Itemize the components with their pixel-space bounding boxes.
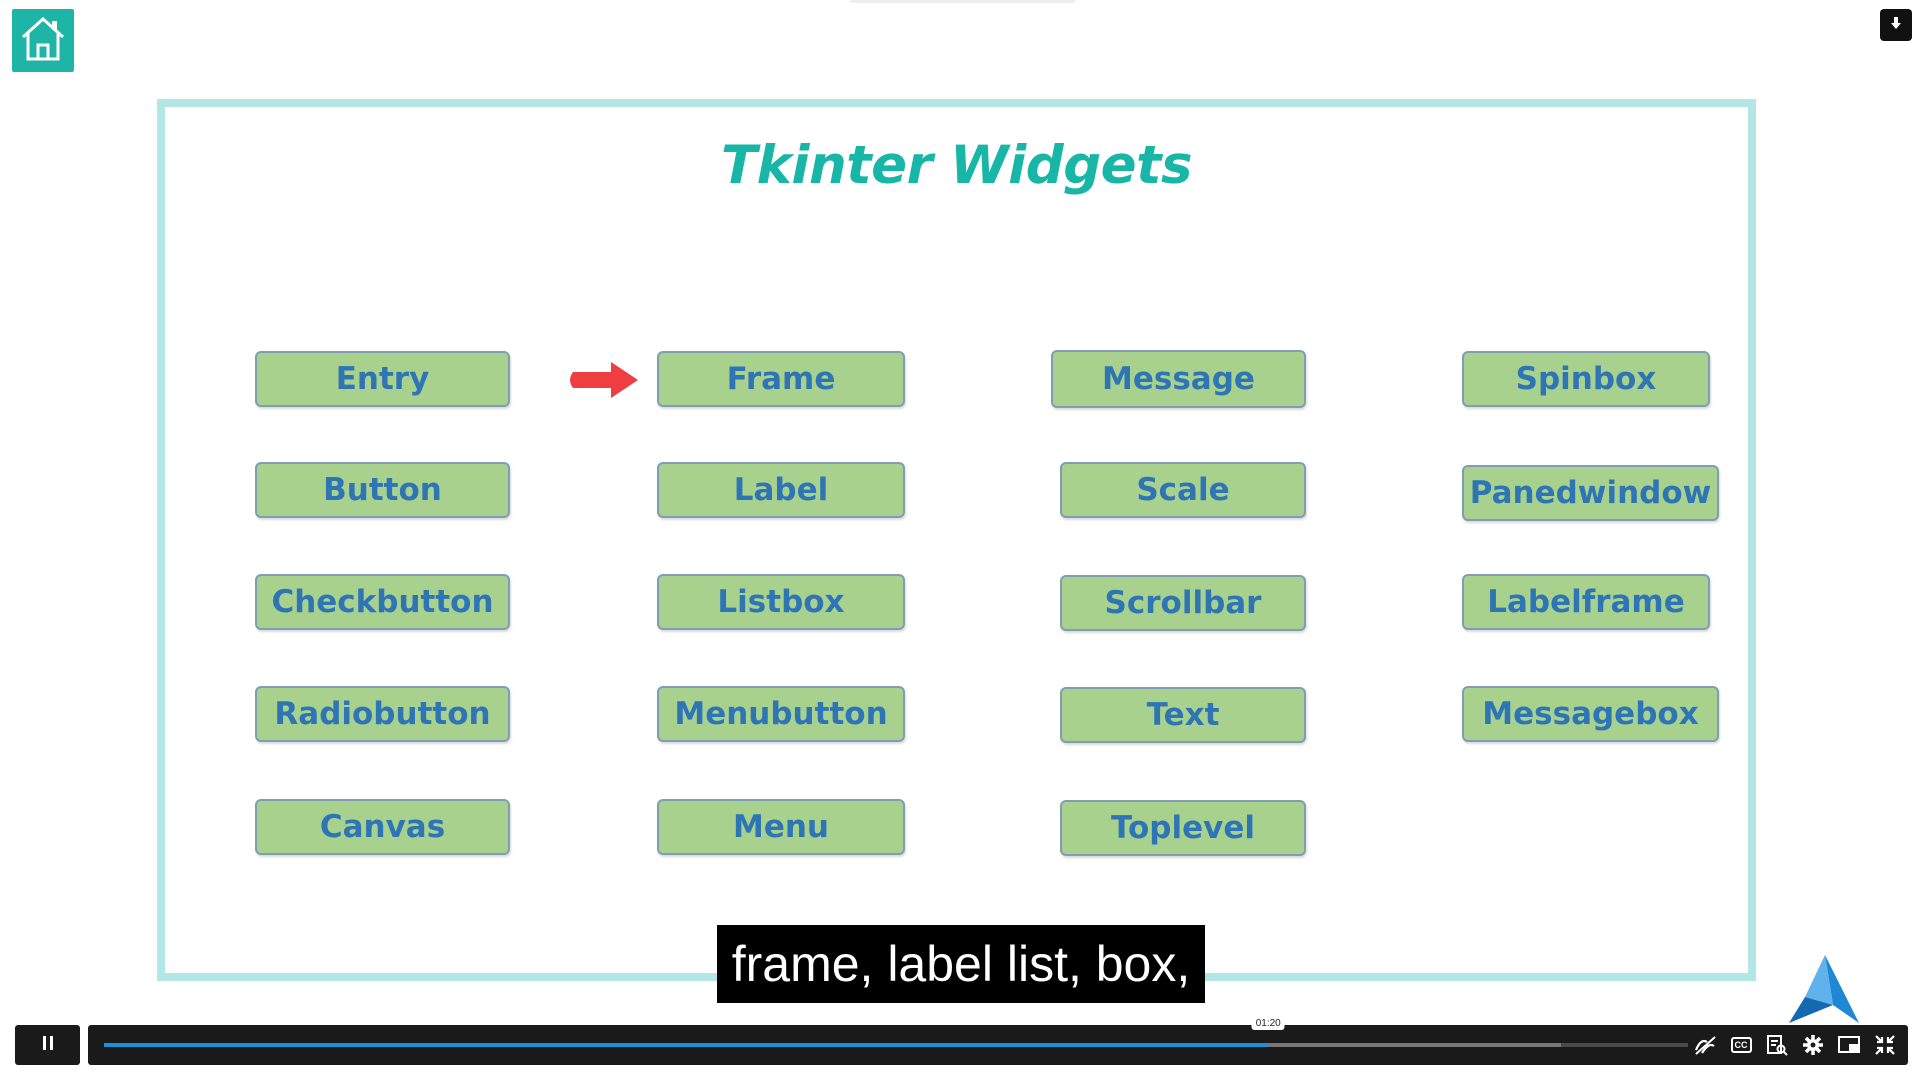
- subtitle-caption: frame, label list, box,: [717, 925, 1205, 1003]
- widget-listbox[interactable]: Listbox: [657, 574, 905, 630]
- progress-played: [104, 1043, 1269, 1047]
- widget-menubutton[interactable]: Menubutton: [657, 686, 905, 742]
- home-icon: [19, 13, 67, 68]
- widget-scrollbar[interactable]: Scrollbar: [1060, 575, 1306, 631]
- widget-text[interactable]: Text: [1060, 687, 1306, 743]
- picture-in-picture-icon[interactable]: [1836, 1032, 1862, 1058]
- top-hint-bar: [850, 0, 1075, 3]
- download-button[interactable]: [1880, 9, 1912, 41]
- pause-icon: [41, 1035, 55, 1056]
- transcript-icon[interactable]: [1764, 1032, 1790, 1058]
- widget-menu[interactable]: Menu: [657, 799, 905, 855]
- widget-message[interactable]: Message: [1051, 350, 1306, 408]
- widget-spinbox[interactable]: Spinbox: [1462, 351, 1710, 407]
- time-tooltip: 01:20: [1251, 1017, 1285, 1030]
- progress-bar[interactable]: [104, 1043, 1688, 1047]
- widget-panedwindow[interactable]: Panedwindow: [1462, 465, 1719, 521]
- download-icon: [1888, 15, 1904, 36]
- pointer-arrow-icon: [570, 362, 638, 398]
- brand-logo-icon: [1789, 955, 1859, 1023]
- widget-messagebox[interactable]: Messagebox: [1462, 686, 1719, 742]
- widget-canvas[interactable]: Canvas: [255, 799, 510, 855]
- widget-label[interactable]: Label: [657, 462, 905, 518]
- player-control-bar: CC: [88, 1025, 1908, 1065]
- player-controls-right: CC: [1692, 1025, 1898, 1065]
- widget-labelframe[interactable]: Labelframe: [1462, 574, 1710, 630]
- settings-icon[interactable]: [1800, 1032, 1826, 1058]
- widget-checkbutton[interactable]: Checkbutton: [255, 574, 510, 630]
- pause-button[interactable]: [15, 1025, 80, 1065]
- widget-toplevel[interactable]: Toplevel: [1060, 800, 1306, 856]
- widget-radiobutton[interactable]: Radiobutton: [255, 686, 510, 742]
- widget-button[interactable]: Button: [255, 462, 510, 518]
- slide-frame: Tkinter Widgets Entry Button Checkbutton…: [157, 99, 1756, 981]
- home-button[interactable]: [12, 9, 74, 72]
- exit-fullscreen-icon[interactable]: [1872, 1032, 1898, 1058]
- widget-entry[interactable]: Entry: [255, 351, 510, 407]
- cc-label: CC: [1730, 1037, 1752, 1053]
- widget-frame[interactable]: Frame: [657, 351, 905, 407]
- slide-title: Tkinter Widgets: [720, 135, 1193, 196]
- cc-icon[interactable]: CC: [1728, 1032, 1754, 1058]
- audio-description-icon[interactable]: [1692, 1032, 1718, 1058]
- widget-scale[interactable]: Scale: [1060, 462, 1306, 518]
